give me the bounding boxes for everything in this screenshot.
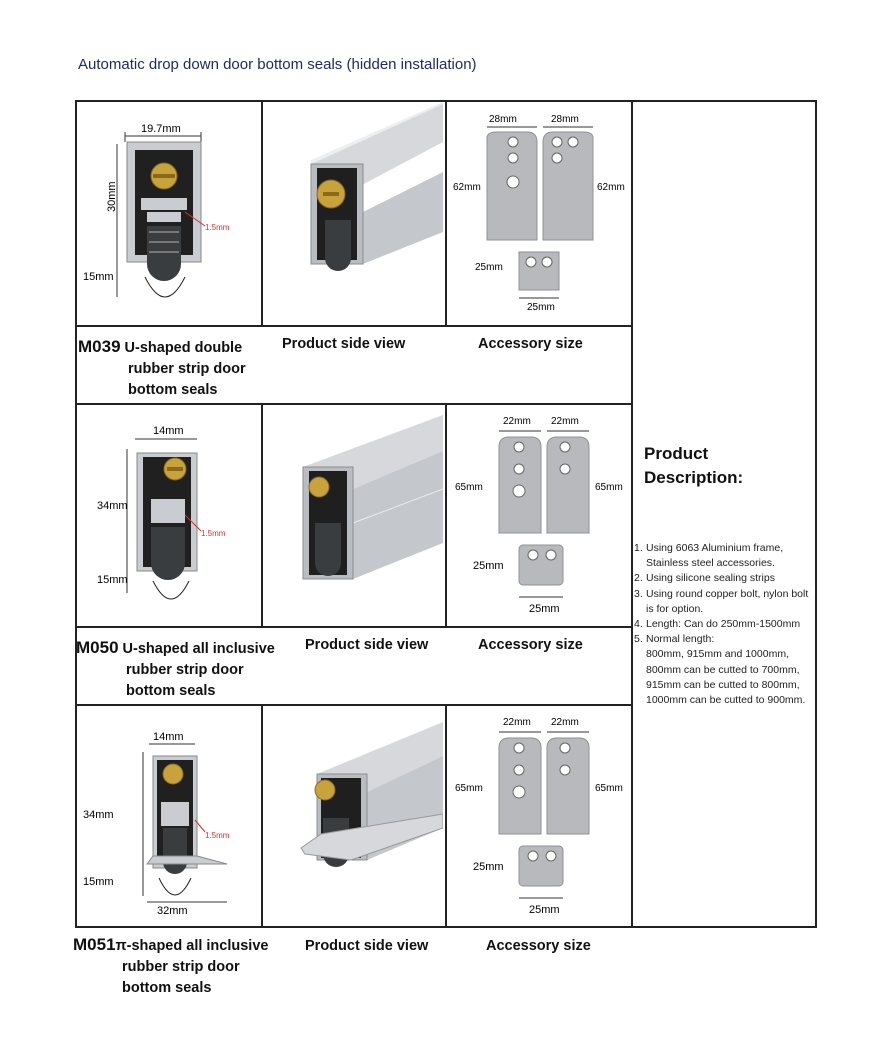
side-view-cell (261, 704, 447, 928)
acc-small-h: 25mm (475, 262, 503, 273)
dim-height: 34mm (97, 500, 128, 512)
acc-w2: 22mm (551, 416, 579, 427)
acc-small-w: 25mm (527, 302, 555, 313)
accessory-label: Accessory size (486, 938, 591, 954)
side-view-cell (261, 102, 447, 327)
acc-h1: 65mm (455, 482, 483, 493)
side-view-label: Product side view (305, 637, 429, 653)
dim-width: 19.7mm (141, 123, 181, 135)
acc-w2: 28mm (551, 114, 579, 125)
cross-section-drawing: 14mm 34mm 1.5mm 15mm (97, 425, 226, 600)
accessory-drawing: 22mm 22mm 65mm 65mm 25mm 25mm (455, 717, 623, 916)
model-code: M039 (78, 337, 121, 356)
side-view-label: Product side view (282, 336, 406, 352)
acc-h2: 65mm (595, 482, 623, 493)
accessory-drawing: 28mm 28mm 62mm 62mm 25mm 25mm (453, 114, 625, 313)
acc-h2: 65mm (595, 783, 623, 794)
side-view-drawing (302, 415, 443, 580)
list-item: 1.Using 6063 Aluminium frame, Stainless … (634, 542, 784, 570)
cross-section-drawing: 19.7mm 30mm 1.5mm 15mm (83, 123, 230, 298)
dim-base: 32mm (157, 905, 188, 917)
dim-gap: 1.5mm (205, 223, 230, 232)
acc-small-h: 25mm (473, 861, 504, 873)
description-title: Product Description: (644, 444, 744, 487)
acc-small-w: 25mm (529, 904, 560, 916)
accessory-cell (445, 704, 633, 928)
dim-drop: 15mm (97, 574, 128, 586)
accessory-cell (445, 102, 633, 327)
caption-row (77, 626, 633, 706)
cross-section-drawing: 14mm 34mm 1.5mm 15mm 32mm (83, 731, 230, 917)
description-list: 1.Using 6063 Aluminium frame, Stainless … (634, 541, 814, 708)
accessory-label: Accessory size (478, 336, 583, 352)
accessory-label: Accessory size (478, 637, 583, 653)
dim-drop: 15mm (83, 271, 114, 283)
acc-w1: 28mm (489, 114, 517, 125)
acc-w1: 22mm (503, 416, 531, 427)
side-view-cell (261, 403, 447, 628)
list-item: 915mm can be cutted to 800mm, (646, 678, 800, 691)
side-view-label: Product side view (305, 938, 429, 954)
acc-h1: 65mm (455, 783, 483, 794)
page-title: Automatic drop down door bottom seals (h… (78, 56, 477, 73)
acc-w2: 22mm (551, 717, 579, 728)
list-item: 800mm, 915mm and 1000mm, (646, 648, 789, 661)
acc-w1: 22mm (503, 717, 531, 728)
side-view-drawing (310, 102, 443, 271)
acc-small-h: 25mm (473, 560, 504, 572)
acc-h2: 62mm (597, 182, 625, 193)
cross-section-cell (77, 704, 263, 928)
dim-width: 14mm (153, 731, 184, 743)
dim-height: 30mm (106, 181, 118, 212)
list-item: 1000mm can be cutted to 900mm. (646, 694, 806, 707)
caption-row (77, 325, 633, 405)
accessory-drawing: 22mm 22mm 65mm 65mm 25mm 25mm (455, 416, 623, 615)
list-item: 3.Using round copper bolt, nylon bolt is… (634, 587, 809, 615)
list-item: 5.Normal length: (634, 633, 715, 646)
list-item: 2.Using silicone sealing strips (634, 572, 775, 585)
side-view-drawing (300, 722, 443, 867)
cross-section-cell (77, 102, 263, 327)
list-item: 4.Length: Can do 250mm-1500mm (634, 618, 801, 631)
dim-height: 34mm (83, 809, 114, 821)
dim-width: 14mm (153, 425, 184, 437)
product-caption: M051π-shaped all inclusive rubber strip … (73, 935, 269, 996)
acc-small-w: 25mm (529, 603, 560, 615)
dim-gap: 1.5mm (205, 831, 230, 840)
accessory-cell (445, 403, 633, 628)
dim-drop: 15mm (83, 876, 114, 888)
list-item: 800mm can be cutted to 700mm, (646, 663, 800, 676)
model-code: M050 (76, 638, 119, 657)
dim-gap: 1.5mm (201, 529, 226, 538)
acc-h1: 62mm (453, 182, 481, 193)
model-code: M051 (73, 935, 116, 954)
cross-section-cell (77, 403, 263, 628)
product-table (75, 100, 817, 928)
